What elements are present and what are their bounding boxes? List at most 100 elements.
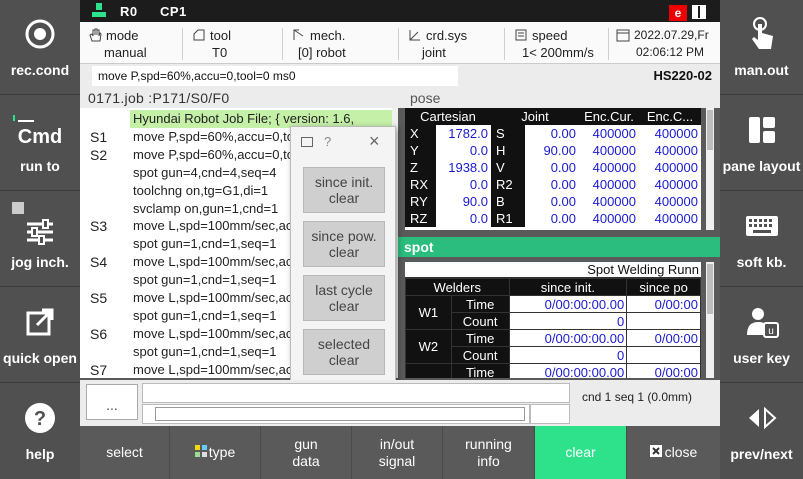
pose-scrollbar[interactable] [706,108,714,230]
status-datetime: 2022.07.29,Fr 02:06:12 PM [610,22,720,64]
job-line-text: spot gun=1,cnd=1,seq=1 [133,307,277,323]
help-question-icon[interactable]: ? [324,134,332,149]
pose-enc-cur-value: 400000 [592,160,636,175]
status-tool[interactable]: tool T0 [184,22,282,64]
man-out-button[interactable]: man.out [720,0,803,95]
selected-clear-button[interactable]: selected clear [303,329,385,375]
step-number: S2 [90,146,108,163]
more-button[interactable]: ... [86,384,138,420]
status-bar: mode manual tool T0 mech. [0] robot crd.… [80,22,720,64]
step-number: S5 [90,290,108,306]
error-badge[interactable]: e [669,5,687,21]
run-to-label: run to [20,158,60,174]
prev-next-button[interactable]: prev/next [720,384,803,479]
job-line[interactable]: svclamp on,gun=1,cnd=1 [80,200,398,218]
pose-joint-value: 0.00 [550,177,576,192]
time-label: Time [450,329,510,347]
cpu-id: CP1 [160,4,187,19]
help-button[interactable]: ? help [0,384,80,479]
progress-field [142,404,530,424]
time-label: Time [450,363,510,378]
prev-next-icon [720,400,803,436]
spot-col-since-pow: since po [626,278,701,296]
tab-in-out-signal[interactable]: in/out signal [352,426,443,479]
hand-icon [88,28,102,42]
pose-joint-axis: S [491,125,526,142]
help-label: help [25,446,55,462]
rec-cond-label: rec.cond [10,62,70,78]
jog-inch-button[interactable]: jog inch. [0,192,80,287]
since-init-clear-button[interactable]: since init. clear [303,167,385,213]
status-mech[interactable]: mech. [0] robot [284,22,398,64]
pose-joint-value: 0.00 [550,194,576,209]
screen-toggle-icon[interactable] [692,5,706,19]
layout-icon [720,112,803,148]
tab-select[interactable]: select [80,426,170,479]
progress-bar [155,407,525,421]
pose-enc-c-value: 400000 [654,143,698,158]
welder-name [405,363,452,378]
job-line[interactable]: spot gun=1,cnd=1,seq=1 [80,271,398,289]
divider [608,28,609,60]
type-icon [194,444,207,461]
tab-gun-data[interactable]: gun data [261,426,352,479]
pane-layout-button[interactable]: pane layout [720,96,803,191]
status-speed[interactable]: speed 1< 200mm/s [506,22,608,64]
user-key-label: user key [733,350,790,366]
since-pow-clear-button[interactable]: since pow. clear [303,221,385,267]
tab-close[interactable]: close [627,426,720,479]
job-line[interactable]: spot gun=1,cnd=1,seq=1 [80,235,398,253]
dialog-titlebar: ? × [291,127,395,157]
progress-aux-field [530,404,570,424]
last-cycle-clear-button[interactable]: last cycle clear [303,275,385,321]
spot-col-since-init: since init. [508,278,628,296]
job-line[interactable]: spot gun=4,cnd=4,seq=4 [80,164,398,182]
window-icon [301,137,313,147]
divider [504,28,505,60]
tab-type[interactable]: type [170,426,261,479]
command-input[interactable]: move P,spd=60%,accu=0,tool=0 ms0 [92,66,458,86]
job-line-text: spot gun=1,cnd=1,seq=1 [133,343,277,359]
job-line[interactable]: toolchng on,tg=G1,di=1 [80,182,398,200]
svg-text:u: u [768,326,774,337]
tab-running-info[interactable]: running info [443,426,535,479]
close-icon [649,444,662,461]
rec-cond-button[interactable]: rec.cond [0,0,80,95]
user-key-button[interactable]: u user key [720,288,803,383]
svg-text:?: ? [34,408,46,430]
welder-count-init: 0 [508,312,628,330]
cmd-icon [12,110,34,122]
tab-clear-label: clear [565,444,596,460]
job-line[interactable]: spot gun=1,cnd=1,seq=1 [80,343,398,361]
close-icon[interactable]: × [369,131,380,151]
status-mode[interactable]: mode manual [80,22,182,64]
last-cycle-clear-label: last cycle clear [315,282,373,314]
tab-clear[interactable]: clear [535,426,627,479]
tab-in-out-signal-label: in/out signal [378,435,416,469]
job-line[interactable]: spot gun=1,cnd=1,seq=1 [80,307,398,325]
cmd-run-to-button[interactable]: Cmd run to [0,96,80,191]
status-crd-sys[interactable]: crd.sys joint [400,22,504,64]
job-line-text: Hyundai Robot Job File; { version: 1.6, [133,111,355,126]
soft-kb-button[interactable]: soft kb. [720,192,803,287]
right-sidebar: man.out pane layout soft kb. u user key … [720,0,803,479]
quick-open-button[interactable]: quick open [0,288,80,383]
step-number: S7 [90,361,108,378]
spot-scrollbar[interactable] [706,262,714,378]
job-line[interactable]: Hyundai Robot Job File; { version: 1.6, [80,110,398,128]
step-number: S4 [90,254,108,271]
crd-value: joint [422,45,446,60]
message-field [142,383,570,403]
speed-label: speed [532,28,568,43]
pose-cartesian-value: 1782.0 [448,126,488,141]
tool-icon [192,28,206,42]
model-name: HS220-02 [653,68,712,83]
